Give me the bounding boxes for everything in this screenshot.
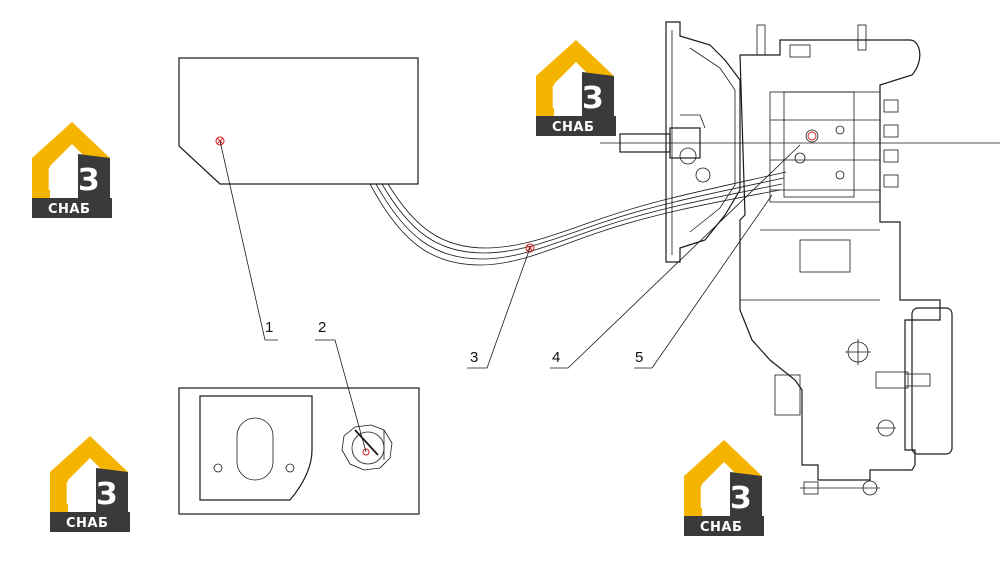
svg-text:Н: Н	[64, 477, 89, 512]
instrument-panel	[178, 387, 420, 515]
svg-text:З: З	[96, 477, 117, 512]
svg-text:СНАБ: СНАБ	[66, 516, 108, 531]
gauge-icon	[341, 424, 393, 471]
svg-text:З: З	[78, 163, 99, 198]
leader-lines	[219, 140, 801, 453]
control-box	[178, 57, 419, 185]
svg-text:Н: Н	[46, 163, 71, 198]
callout-5: 5	[635, 349, 643, 366]
watermark-logo-bottom-left: Н З СНАБ	[50, 436, 130, 532]
svg-text:СНАБ: СНАБ	[552, 120, 594, 135]
transmission-assembly	[600, 21, 1000, 496]
sensor-point-4	[807, 131, 817, 141]
svg-text:З: З	[730, 481, 751, 516]
watermark-logo-bottom-right: Н З СНАБ	[684, 440, 764, 536]
callout-1: 1	[265, 319, 273, 336]
watermark-logo-left: Н З СНАБ	[32, 122, 112, 218]
callout-2: 2	[318, 319, 326, 336]
svg-text:З: З	[582, 81, 603, 116]
cable-harness	[369, 171, 787, 266]
svg-text:Н: Н	[550, 81, 575, 116]
callout-3: 3	[470, 349, 478, 366]
svg-text:Н: Н	[698, 481, 723, 516]
svg-text:СНАБ: СНАБ	[700, 520, 742, 535]
callout-4: 4	[552, 349, 560, 366]
watermark-logo-top: Н З СНАБ	[536, 40, 616, 136]
svg-text:СНАБ: СНАБ	[48, 202, 90, 217]
